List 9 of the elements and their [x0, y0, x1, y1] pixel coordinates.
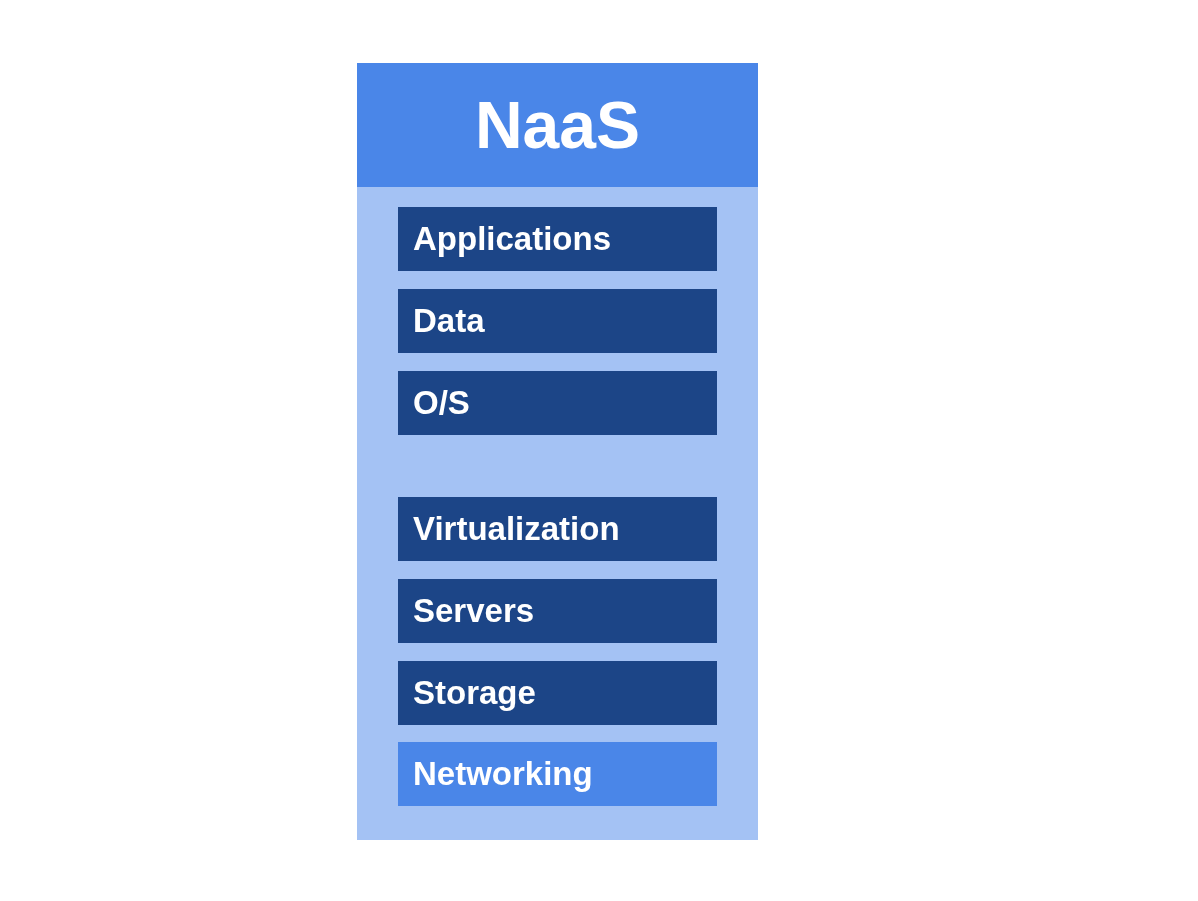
heading-band: NaaS	[357, 63, 758, 187]
stack-panel	[357, 63, 758, 840]
layer-bar: Storage	[398, 661, 717, 725]
layer-bar: Data	[398, 289, 717, 353]
layer-bar: O/S	[398, 371, 717, 435]
layer-bar: Servers	[398, 579, 717, 643]
layer-bar: Virtualization	[398, 497, 717, 561]
layer-bar: Networking	[398, 742, 717, 806]
layer-bar: Applications	[398, 207, 717, 271]
